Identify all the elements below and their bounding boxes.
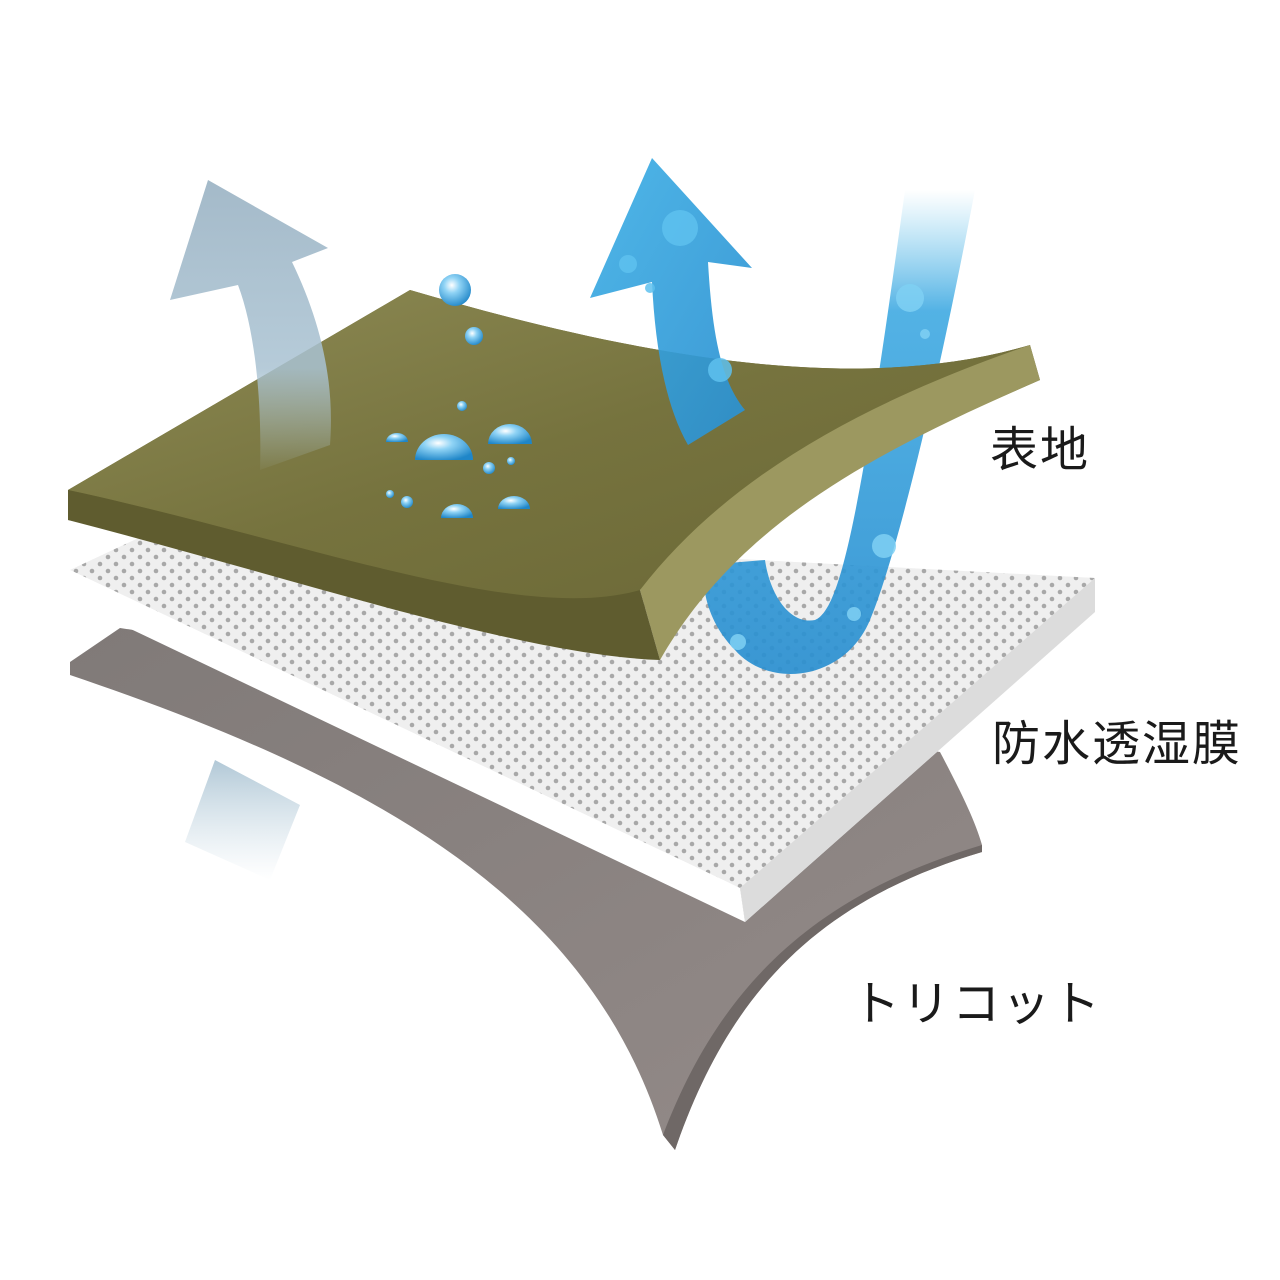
water-drop-icon	[386, 490, 394, 498]
vapor-arrow-icon	[170, 180, 331, 470]
water-drop-icon	[465, 327, 483, 345]
outer-fabric-label: 表地	[990, 422, 1091, 478]
water-drop-icon	[730, 634, 746, 650]
water-drop-icon	[708, 358, 732, 382]
water-drop-icon	[401, 496, 413, 508]
water-drop-icon	[872, 534, 896, 558]
water-drop-icon	[457, 401, 467, 411]
water-drop-icon	[386, 433, 408, 442]
water-drop-icon	[619, 255, 637, 273]
water-drop-icon	[415, 434, 473, 460]
water-drop-icon	[441, 504, 473, 518]
membrane-label: 防水透湿膜	[992, 716, 1243, 772]
tricot-label: トリコット	[852, 976, 1103, 1032]
water-drop-icon	[662, 210, 698, 246]
water-drop-icon	[488, 424, 532, 444]
water-drop-icon	[920, 329, 930, 339]
vapor-arrow-lower-icon	[185, 760, 300, 880]
water-drop-icon	[896, 284, 924, 312]
water-drop-icon	[507, 457, 515, 465]
water-drop-icon	[439, 274, 471, 306]
water-drop-icon	[645, 283, 655, 293]
water-drop-icon	[498, 496, 530, 509]
water-drops	[386, 210, 930, 650]
water-drop-icon	[483, 462, 495, 474]
water-drop-icon	[847, 607, 861, 621]
